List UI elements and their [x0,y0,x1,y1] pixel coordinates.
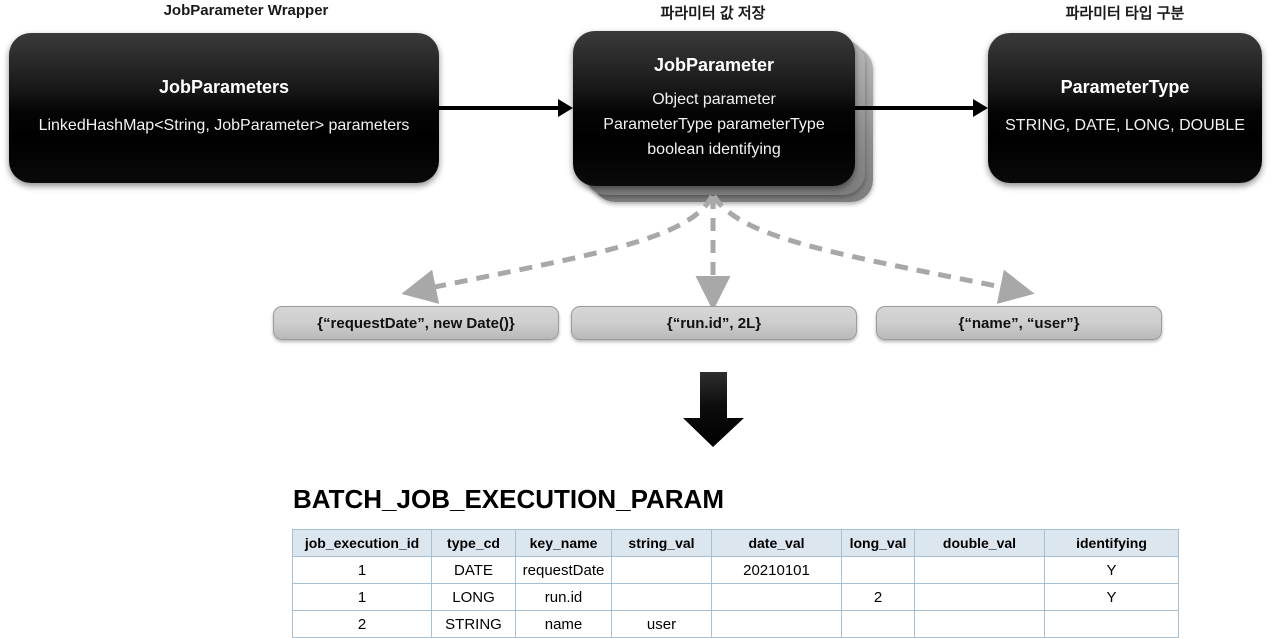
box-jobparameter-line-1: ParameterType parameterType [603,115,825,133]
cell-job-execution-id: 1 [292,583,432,611]
box-jobparameter-line-0: Object parameter [652,91,776,109]
caption-parameter-value-store: 파라미터 값 저장 [660,5,766,22]
arrow-down-block-icon [683,372,744,447]
box-jobparameter[interactable]: JobParameter Object parameter ParameterT… [573,31,855,186]
arrow-right-icon-jobparameters-to-jobparameter [438,106,560,110]
cell-identifying: Y [1044,556,1179,584]
batch-job-execution-param-table: job_execution_id type_cd key_name string… [292,529,1179,638]
col-key-name: key_name [515,529,612,557]
cell-double-val [914,583,1045,611]
table-title: BATCH_JOB_EXECUTION_PARAM [293,484,724,514]
col-double-val: double_val [914,529,1045,557]
cell-type-cd: STRING [431,610,516,638]
box-parametertype-title: ParameterType [1060,76,1190,97]
caption-parameter-type-divide: 파라미터 타입 구분 [1065,5,1185,22]
pill-request-date[interactable]: {“requestDate”, new Date()} [273,306,559,340]
col-long-val: long_val [841,529,915,557]
cell-long-val: 2 [841,583,915,611]
table-row: 2 STRING name user [292,610,1179,638]
table-row: 1 LONG run.id 2 Y [292,583,1179,611]
cell-type-cd: LONG [431,583,516,611]
cell-job-execution-id: 2 [292,610,432,638]
cell-date-val [711,610,842,638]
box-parametertype-line-0: STRING, DATE, LONG, DOUBLE [1005,117,1245,135]
box-jobparameter-title: JobParameter [653,54,775,75]
col-string-val: string_val [611,529,712,557]
box-jobparameter-line-2: boolean identifying [647,140,781,158]
cell-double-val [914,610,1045,638]
dashed-arrow-icon-right [711,194,1035,304]
box-jobparameters-title: JobParameters [158,76,290,97]
box-parametertype[interactable]: ParameterType STRING, DATE, LONG, DOUBLE [988,33,1262,183]
cell-identifying [1044,610,1179,638]
box-jobparameters-line-0: LinkedHashMap<String, JobParameter> para… [38,117,410,135]
arrow-right-icon-head-2 [973,99,988,117]
cell-job-execution-id: 1 [292,556,432,584]
cell-long-val [841,610,915,638]
col-identifying: identifying [1044,529,1179,557]
arrow-right-icon-head-1 [558,99,573,117]
table-header-row: job_execution_id type_cd key_name string… [292,529,1179,557]
cell-string-val [611,556,712,584]
caption-jobparameter-wrapper: JobParameter Wrapper [163,2,329,19]
cell-double-val [914,556,1045,584]
pill-run-id[interactable]: {“run.id”, 2L} [571,306,857,340]
cell-key-name: run.id [515,583,612,611]
col-date-val: date_val [711,529,842,557]
cell-identifying: Y [1044,583,1179,611]
cell-string-val: user [611,610,712,638]
box-jobparameters[interactable]: JobParameters LinkedHashMap<String, JobP… [9,33,439,183]
cell-date-val: 20210101 [711,556,842,584]
pill-name-user[interactable]: {“name”, “user”} [876,306,1162,340]
cell-key-name: requestDate [515,556,612,584]
arrow-right-icon-jobparameter-to-parametertype [855,106,975,110]
cell-date-val [711,583,842,611]
cell-long-val [841,556,915,584]
dashed-arrow-icon-left [401,194,715,304]
cell-key-name: name [515,610,612,638]
cell-type-cd: DATE [431,556,516,584]
col-job-execution-id: job_execution_id [292,529,432,557]
cell-string-val [611,583,712,611]
col-type-cd: type_cd [431,529,516,557]
table-row: 1 DATE requestDate 20210101 Y [292,556,1179,584]
